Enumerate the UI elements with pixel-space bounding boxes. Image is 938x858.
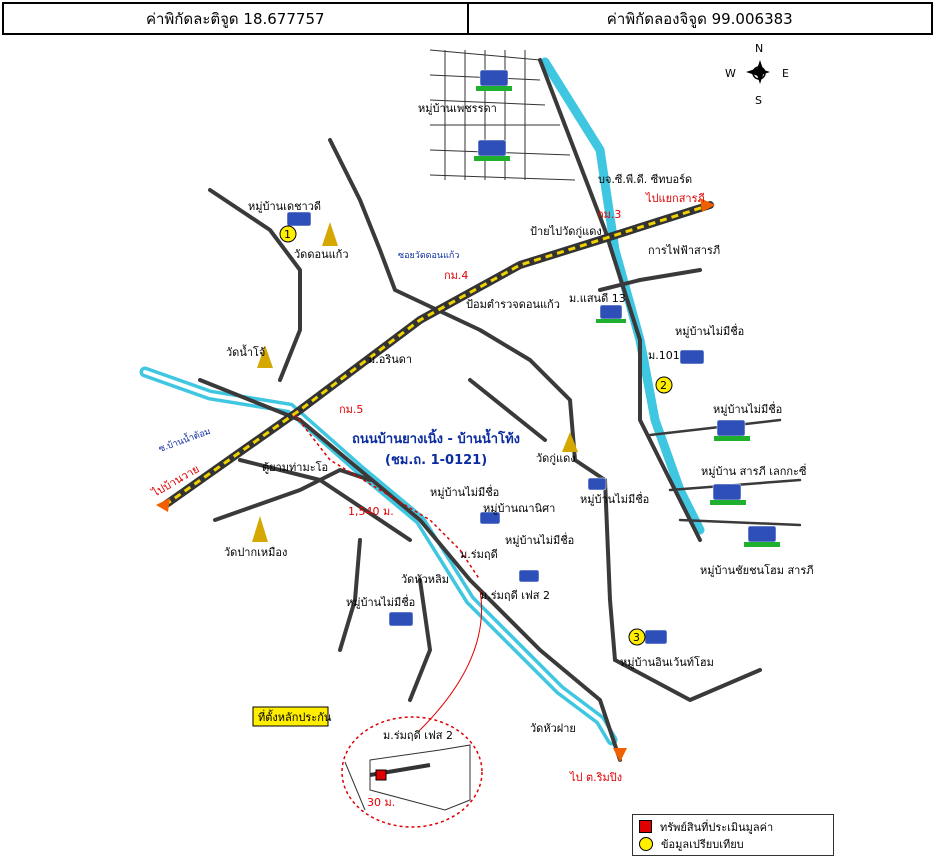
- road-east-branch-4: [678, 518, 802, 527]
- legend-row-comparable: ข้อมูลเปรียบเทียบ: [639, 835, 827, 852]
- label-inset-title: ม.ร่มฤดี เฟส 2: [383, 729, 453, 742]
- label-wat-nam-pho: วัดน้ำโจ้: [226, 344, 265, 359]
- coordinate-bar: ค่าพิกัดละติจูด 18.677757 ค่าพิกัดลองจิจ…: [2, 2, 933, 35]
- legend-comparable-swatch: [639, 836, 653, 851]
- label-chaichanok: หมู่บ้านชัยชนโฮม สารภี: [700, 563, 814, 577]
- label-dist-1540: 1,540 ม.: [348, 505, 394, 518]
- label-wat-don-kaeo: วัดดอนแก้ว: [294, 248, 349, 261]
- road-west-2: [213, 468, 372, 522]
- label-m-rommrudee: ม.ร่มฤดี: [460, 548, 498, 561]
- road-se: [613, 658, 762, 702]
- subject-property-marker: [375, 769, 387, 781]
- arrow-to-rim-ping: [613, 748, 627, 762]
- compass-rose: N S E W: [725, 42, 789, 107]
- label-company: บจ.ซี.พี.ดี. ซีทบอร์ด: [598, 173, 692, 186]
- road-south: [338, 538, 362, 652]
- label-natnisa: หมู่บ้านณานิศา: [483, 502, 555, 515]
- inset-leader: [419, 589, 482, 731]
- road-south-2: [408, 578, 432, 702]
- label-noname6: หมู่บ้านไม่มีชื่อ: [580, 491, 649, 506]
- route-dotted: [294, 414, 481, 581]
- label-wat-hua-lin: วัดหัวหลิม: [401, 573, 449, 586]
- label-dist-30: 30 ม.: [367, 796, 395, 809]
- label-wat-pak-lueang: วัดปากเหมือง: [224, 546, 287, 559]
- label-noname5: หมู่บ้านไม่มีชื่อ: [713, 401, 782, 416]
- label-km5: กม.5: [339, 403, 363, 416]
- label-police: ป้อมตำรวจดอนแก้ว: [466, 298, 560, 311]
- label-noname3: หมู่บ้านไม่มีชื่อ: [346, 594, 415, 609]
- compass-n: N: [755, 42, 763, 55]
- label-km4: กม.4: [444, 269, 468, 282]
- label-saraphi-lake: หมู่บ้าน สารภี เลกกะซี่: [701, 463, 807, 478]
- label-inwin: หมู่บ้านอินเว้นท์โฮม: [620, 655, 714, 669]
- main-road-dash: [164, 203, 711, 507]
- label-det-chao: หมู่บ้านเดชาวดี: [248, 200, 321, 213]
- river-left: [139, 366, 618, 746]
- legend-row-subject: ทรัพย์สินที่ประเมินมูลค่า: [639, 818, 827, 835]
- label-to-saraphi: ไปแยกสารภี: [645, 192, 705, 205]
- latitude-label: ค่าพิกัดละติจูด 18.677757: [145, 9, 325, 28]
- label-m-saenthi: ม.แสนดี 13: [569, 292, 626, 305]
- label-road-code: (ชม.ถ. 1-0121): [385, 453, 487, 468]
- label-sign-wat: ป้ายไปวัดกู่แดง: [530, 225, 602, 238]
- label-wat-hua-fai: วัดหัวฝาย: [530, 722, 576, 735]
- lawn-icon: [474, 86, 780, 547]
- road-north-west: [208, 188, 302, 382]
- label-m-rinda: ม.อรินดา: [368, 353, 412, 366]
- location-box: [252, 706, 329, 727]
- temple-icon: [252, 222, 578, 542]
- compass-e: E: [782, 67, 789, 80]
- road-east-branch: [598, 268, 702, 292]
- legend-subject-label: ทรัพย์สินที่ประเมินมูลค่า: [660, 820, 774, 834]
- label-m101: ม.101: [648, 349, 680, 362]
- label-to-rim-ping: ไป ต.ริมปิง: [569, 771, 622, 784]
- longitude-label: ค่าพิกัดลองจิจูด 99.006383: [466, 4, 932, 33]
- label-pea: การไฟฟ้าสารภี: [648, 244, 720, 257]
- compass-s: S: [755, 94, 762, 107]
- comparable-marker-2: 2: [655, 376, 673, 394]
- svg-text:1: 1: [284, 228, 291, 241]
- river-inner: [143, 370, 614, 742]
- road-east: [538, 58, 702, 542]
- house-icon: [286, 69, 777, 645]
- inset-ellipse: [341, 716, 483, 828]
- label-rommrudee-phase2: ม.ร่มฤดี เฟส 2: [480, 589, 550, 602]
- compass-w: W: [725, 67, 736, 80]
- road-east-branch-2: [648, 418, 782, 437]
- comparable-marker-3: 3: [628, 628, 646, 646]
- road-river-west: [198, 378, 622, 762]
- label-soi-wat: ซอยวัดดอนแก้ว: [398, 250, 459, 261]
- arrow-to-ban-kwai: [156, 498, 170, 512]
- label-km3: กม.3: [597, 208, 621, 221]
- label-phetcharada: หมู่บ้านเพชรรดา: [418, 102, 497, 115]
- svg-text:2: 2: [660, 379, 667, 392]
- legend-comparable-label: ข้อมูลเปรียบเทียบ: [661, 837, 744, 851]
- label-wat-ku-daeng: วัดกู่แดง: [536, 452, 576, 465]
- inset-plot: [344, 744, 471, 811]
- legend-subject-swatch: [639, 820, 652, 833]
- label-noname4: หมู่บ้านไม่มีชื่อ: [675, 323, 744, 338]
- road-center-2: [468, 378, 547, 442]
- label-noname2: หมู่บ้านไม่มีชื่อ: [505, 532, 574, 547]
- label-location-box: ที่ตั้งหลักประกัน: [258, 709, 332, 724]
- legend: ทรัพย์สินที่ประเมินมูลค่า ข้อมูลเปรียบเท…: [632, 814, 834, 856]
- arrow-to-saraphi: [700, 198, 715, 212]
- svg-text:3: 3: [633, 631, 640, 644]
- label-pa-ban-nam: ซ.บ้านน้ำต้อม: [157, 424, 213, 455]
- road-center: [328, 138, 617, 662]
- comparable-marker-1: 1: [279, 225, 297, 243]
- label-noname1: หมู่บ้านไม่มีชื่อ: [430, 484, 499, 499]
- road-west-3: [238, 458, 412, 542]
- label-road-name: ถนนบ้านยางเนิ้ง - บ้านน้ำโท้ง: [352, 428, 520, 447]
- label-atm: ตู้ยามท่ามะโอ: [262, 460, 328, 474]
